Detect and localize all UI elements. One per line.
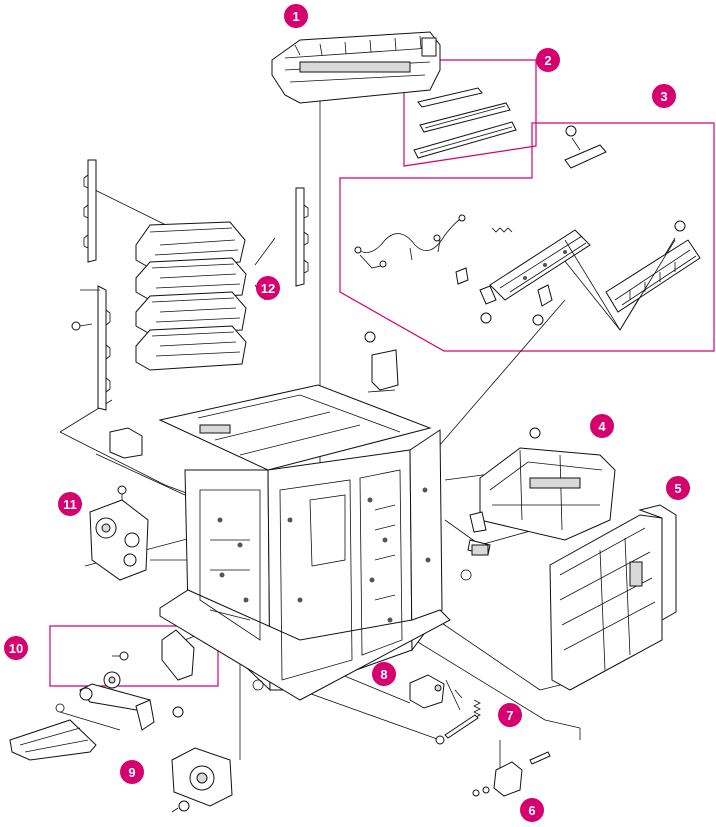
part-gear-9 — [172, 748, 232, 812]
svg-text:5: 5 — [674, 481, 681, 496]
svg-text:8: 8 — [380, 667, 387, 682]
svg-text:9: 9 — [128, 765, 135, 780]
part-small-bracket — [365, 332, 398, 392]
svg-text:4: 4 — [598, 419, 606, 434]
callout-6: 6 — [520, 798, 544, 822]
callout-1: 1 — [284, 4, 308, 28]
callout-8: 8 — [372, 662, 396, 686]
part-8 — [410, 675, 444, 708]
part-assembly-4 — [468, 428, 615, 555]
callout-7: 7 — [498, 703, 522, 727]
callout-5: 5 — [666, 476, 690, 500]
svg-text:7: 7 — [506, 708, 513, 723]
part-fuser — [272, 32, 440, 103]
callout-4: 4 — [590, 414, 614, 438]
svg-text:2: 2 — [544, 53, 551, 68]
callout-9: 9 — [120, 760, 144, 784]
part-main-chassis — [160, 385, 450, 700]
group-box-3 — [340, 123, 714, 351]
part-strips — [414, 88, 516, 158]
callout-3: 3 — [652, 84, 676, 108]
callout-10: 10 — [4, 636, 28, 660]
svg-text:11: 11 — [63, 497, 77, 512]
svg-text:1: 1 — [292, 9, 299, 24]
part-left-bracket — [110, 428, 142, 458]
part-component-group — [355, 126, 700, 330]
callout-2: 2 — [536, 48, 560, 72]
svg-text:3: 3 — [660, 89, 667, 104]
cradle-4 — [136, 326, 246, 370]
part-10-components — [10, 630, 194, 760]
callout-11: 11 — [58, 492, 82, 516]
svg-text:6: 6 — [528, 803, 535, 818]
svg-text:12: 12 — [261, 281, 275, 296]
svg-text:10: 10 — [9, 641, 23, 656]
part-motor-11 — [90, 486, 148, 580]
callout-12: 12 — [256, 276, 280, 300]
